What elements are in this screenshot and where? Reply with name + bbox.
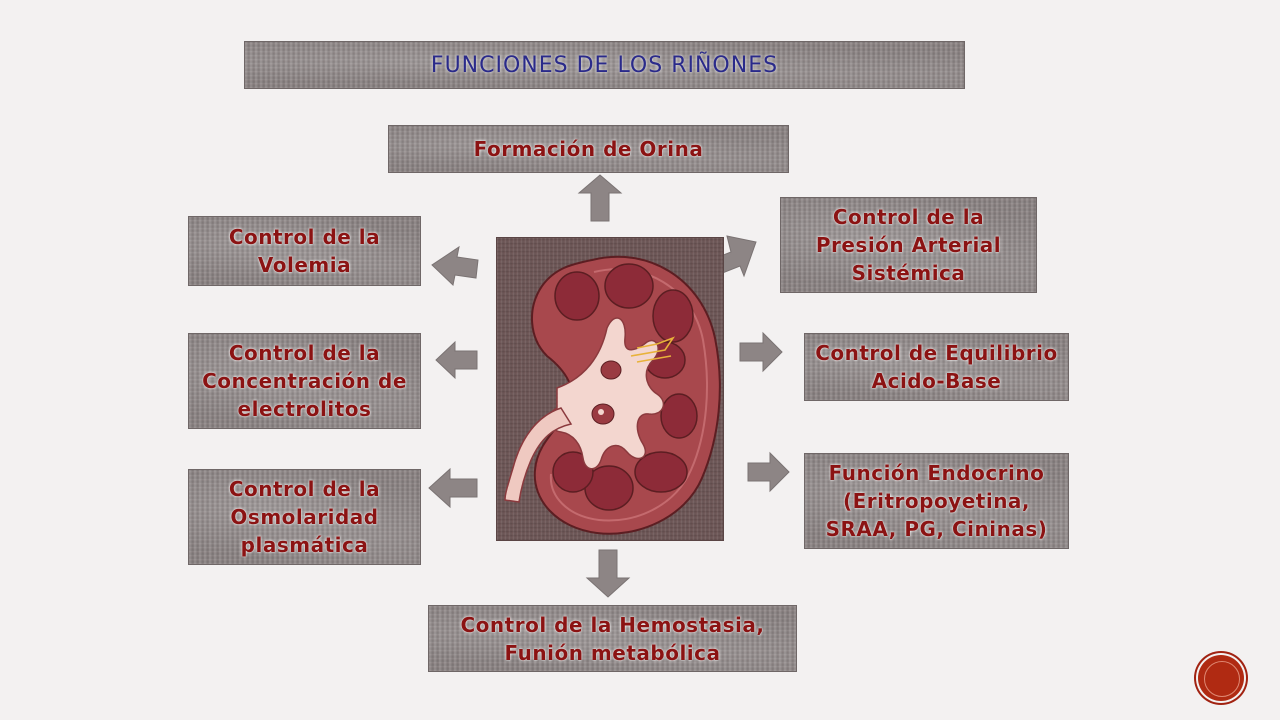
box-control-osmolaridad: Control de la Osmolaridad plasmática xyxy=(188,469,421,565)
box-control-osmolaridad-label: Control de la Osmolaridad plasmática xyxy=(228,477,381,557)
box-funcion-endocrino-label: Función Endocrino (Eritropoyetina, SRAA,… xyxy=(825,461,1048,541)
box-control-presion-arterial: Control de la Presión Arterial Sistémica xyxy=(780,197,1037,293)
arrow-left-volemia xyxy=(431,245,479,286)
arrow-right-acido-base xyxy=(739,331,783,373)
box-control-electrolitos-label: Control de la Concentración de electroli… xyxy=(202,341,407,421)
box-control-electrolitos: Control de la Concentración de electroli… xyxy=(188,333,421,429)
next-slide-button[interactable] xyxy=(1198,655,1244,701)
arrow-left-osmolaridad xyxy=(428,467,478,509)
next-slide-icon xyxy=(1204,661,1240,697)
box-control-acido-base: Control de Equilibrio Acido-Base xyxy=(804,333,1069,401)
title-banner: FUNCIONES DE LOS RIÑONES xyxy=(244,41,965,89)
arrow-right-endocrino xyxy=(747,451,790,493)
arrow-up xyxy=(577,174,623,222)
arrow-down xyxy=(585,549,631,598)
box-control-volemia: Control de la Volemia xyxy=(188,216,421,286)
box-control-volemia-label: Control de la Volemia xyxy=(228,225,381,277)
arrow-left-electrolitos xyxy=(435,340,478,380)
box-formacion-orina: Formación de Orina xyxy=(388,125,789,173)
kidney-image-frame xyxy=(496,237,724,541)
slide-title: FUNCIONES DE LOS RIÑONES xyxy=(430,52,779,78)
box-control-presion-arterial-label: Control de la Presión Arterial Sistémica xyxy=(815,205,1002,285)
box-control-hemostasia: Control de la Hemostasia, Funión metaból… xyxy=(428,605,797,672)
box-control-acido-base-label: Control de Equilibrio Acido-Base xyxy=(815,341,1058,393)
box-funcion-endocrino: Función Endocrino (Eritropoyetina, SRAA,… xyxy=(804,453,1069,549)
box-formacion-orina-label: Formación de Orina xyxy=(473,137,704,161)
kidney-cross-section-icon xyxy=(504,255,721,535)
box-control-hemostasia-label: Control de la Hemostasia, Funión metaból… xyxy=(460,612,765,665)
